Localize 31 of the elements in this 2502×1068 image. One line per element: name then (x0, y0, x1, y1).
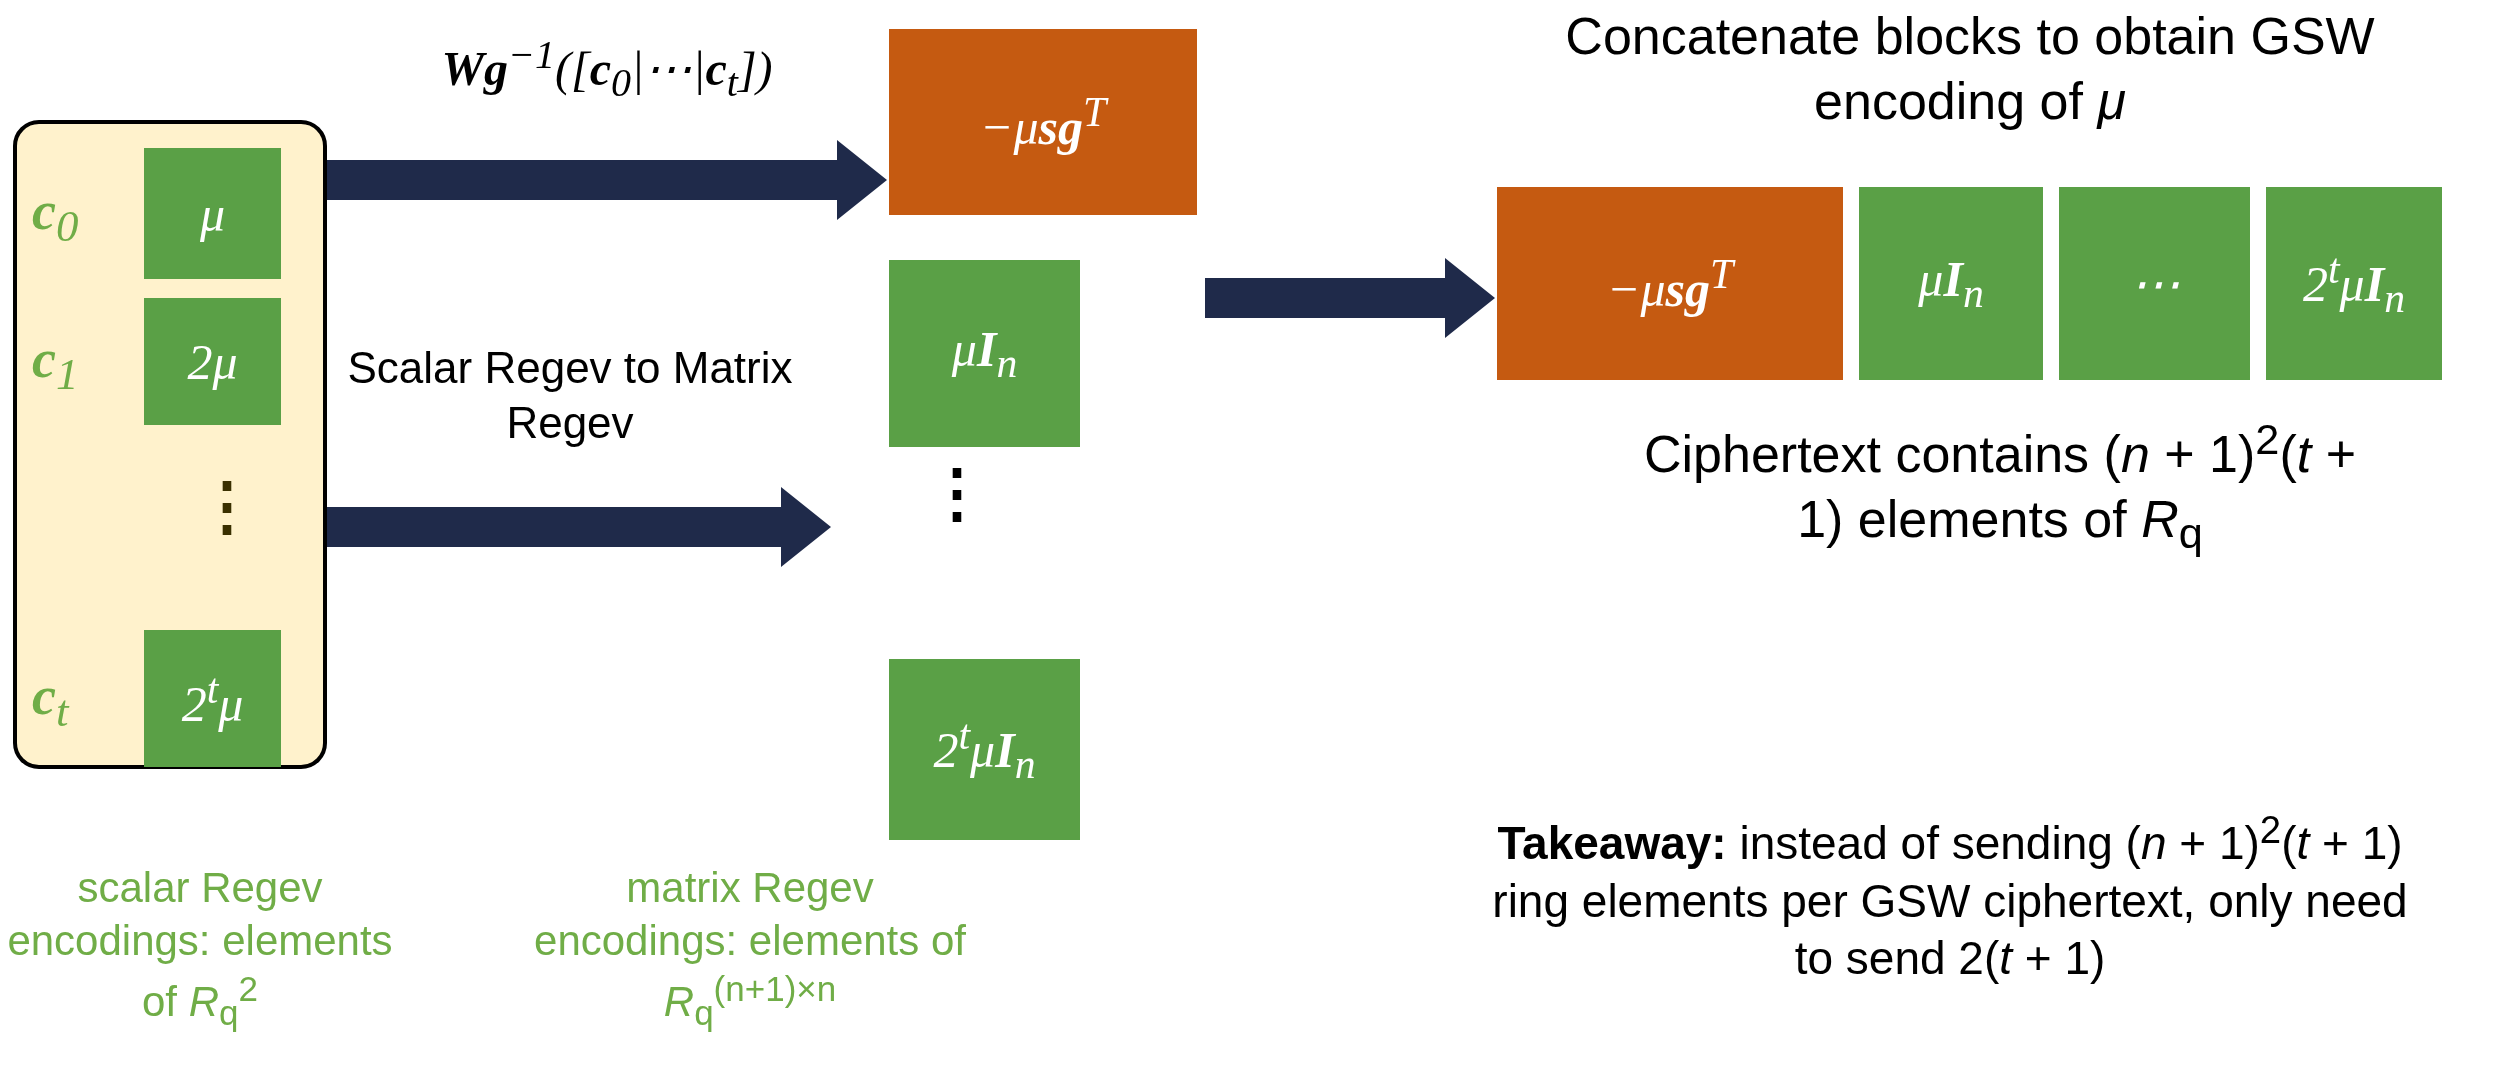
heading-text: Concatenate blocks to obtain GSW encoding of μ (1564, 6, 2376, 132)
transform-caption: Scalar Regev to Matrix Regev (346, 342, 794, 449)
encoding-block (1859, 187, 2043, 380)
encoding-block (2266, 187, 2442, 380)
math-text: ⋯ (2129, 254, 2180, 313)
math-text: 2$^{t}$μI$_{n}$ (2303, 245, 2405, 322)
vector-label: c$_{1}$ (32, 327, 79, 400)
math-text: −μsg$^{T}$ (979, 88, 1107, 156)
ciphertext-caption: Ciphertext contains (n + 1)$^{2}$(t + 1) elements of R$_{q}$ (1643, 414, 2357, 560)
matrix-block (1497, 187, 1843, 380)
vector-label: c$_{0}$ (32, 179, 79, 252)
encoding-block (889, 659, 1080, 840)
math-text: μ (199, 184, 226, 243)
ellipsis-text: ⋮ (195, 478, 255, 536)
edge-label: Wg$^{−1}$([c$_{0}$|⋯|c$_{t}$]) (440, 31, 774, 107)
math-text: 2$^{t}$μI$_{n}$ (933, 711, 1036, 788)
math-text: 2$^{t}$μ (181, 664, 244, 733)
math-text: −μsg$^{T}$ (1606, 249, 1734, 318)
math-text: μI$_{n}$ (951, 320, 1018, 387)
vector-label: c$_{t}$ (32, 664, 69, 737)
encoding-block (144, 148, 281, 279)
encoding-block (889, 260, 1080, 447)
rounded-panel (13, 120, 327, 769)
matrix-block (889, 29, 1197, 215)
encoding-block (144, 298, 281, 425)
math-text: 2μ (187, 332, 238, 391)
encoding-block (144, 630, 281, 767)
takeaway-note: Takeaway: instead of sending (n + 1)$^{2}$(t + 1) ring elements per GSW ciphertext, only need to send 2(t + 1) (1491, 807, 2409, 987)
math-text: μI$_{n}$ (1918, 250, 1984, 317)
encoding-block (2059, 187, 2250, 380)
ellipsis-text: ⋮ (925, 465, 985, 523)
